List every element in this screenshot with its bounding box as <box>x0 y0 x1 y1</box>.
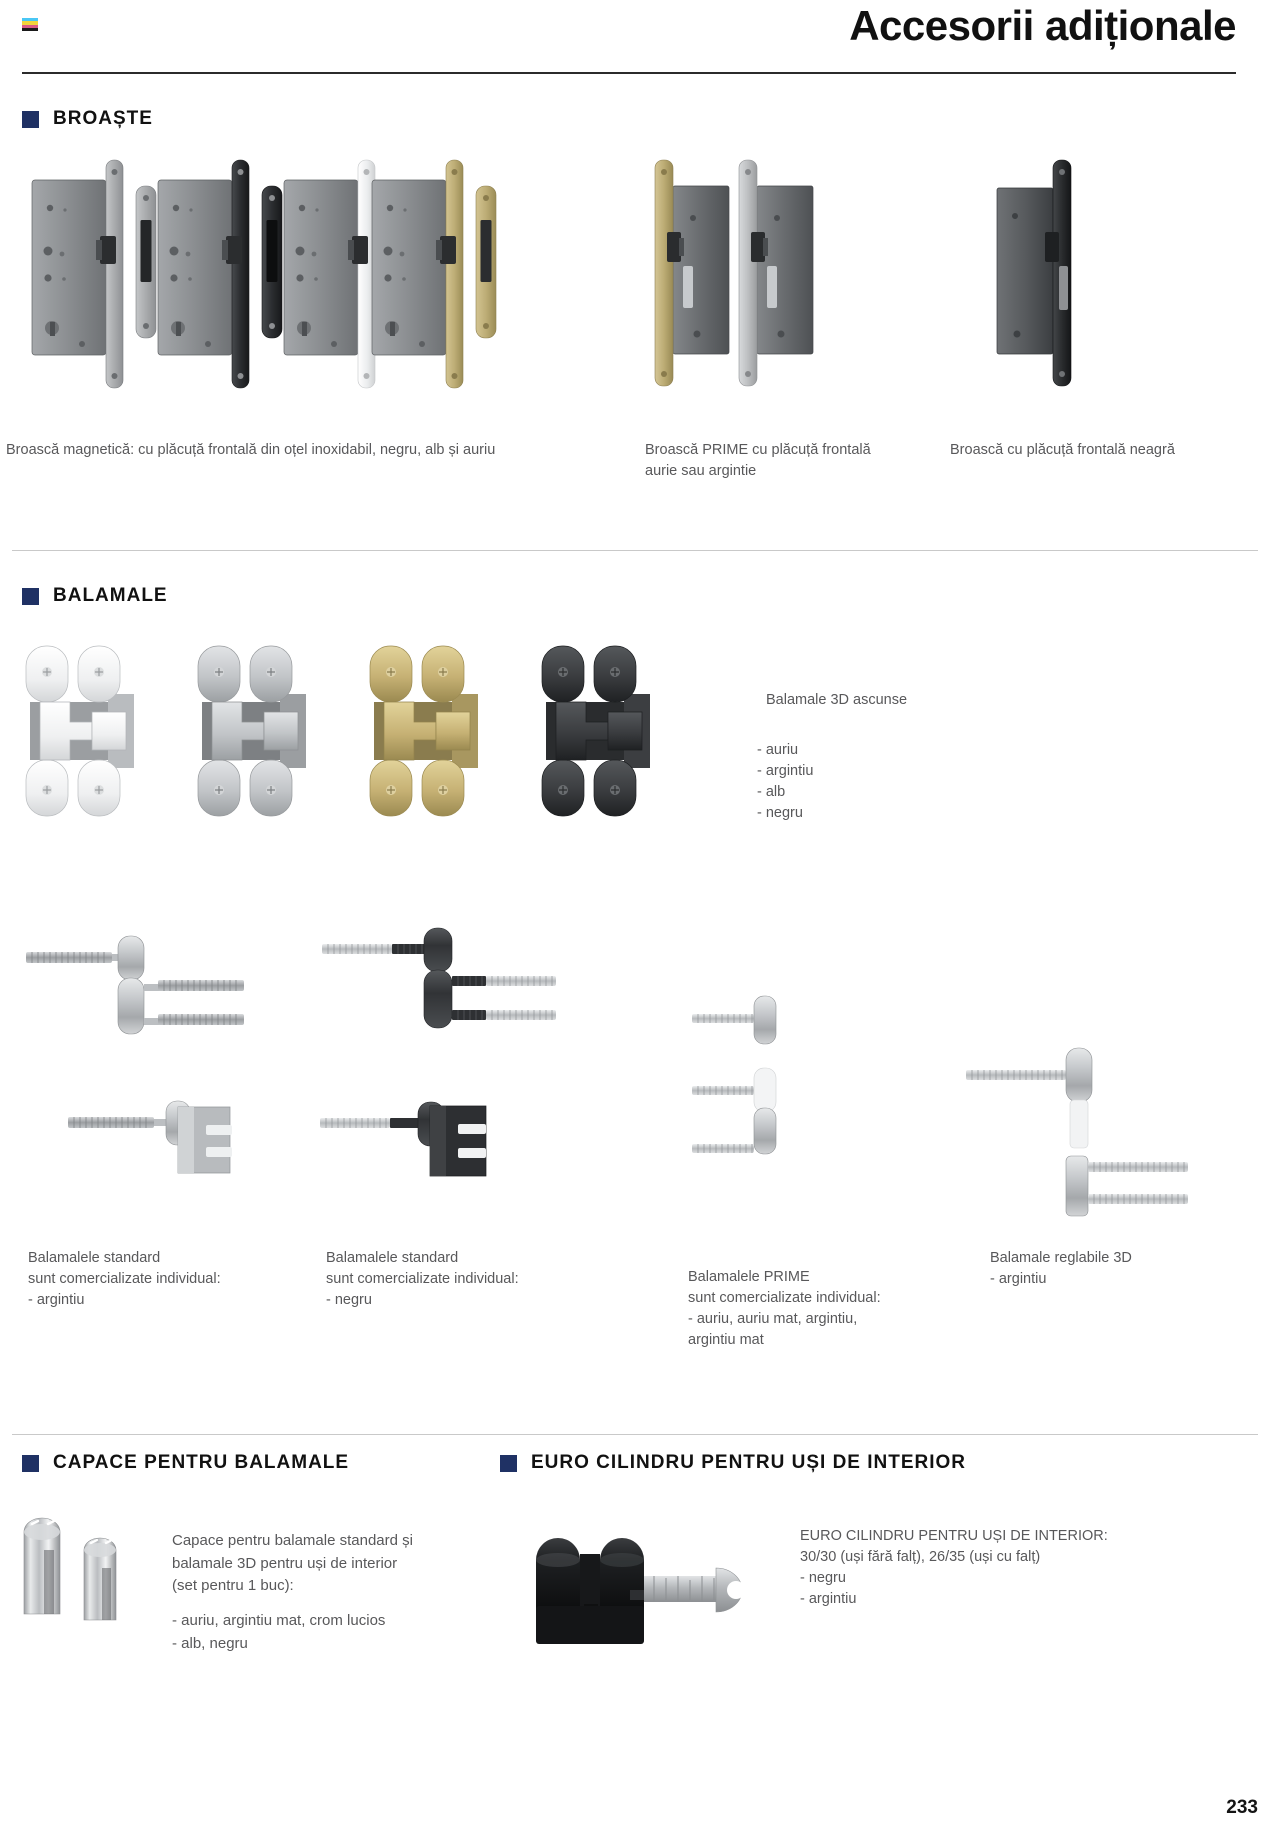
concealed-hinges-image <box>20 640 740 820</box>
prime-lock-gold-unit <box>654 159 730 387</box>
section-label-caps: CAPACE PENTRU BALAMALE <box>53 1452 350 1473</box>
standard-hinge-black-image <box>316 920 576 1070</box>
header-divider <box>22 72 1236 74</box>
page-number: 233 <box>1226 1797 1258 1818</box>
section-heading-caps: CAPACE PENTRU BALAMALE <box>22 1452 349 1474</box>
section-label-locks: BROAȘTE <box>53 108 153 129</box>
prime-lock-silver-unit <box>738 159 814 387</box>
hinge-pin-silver-top <box>26 935 145 981</box>
prime-hinge-1 <box>692 995 777 1045</box>
section-heading-cylinder: EURO CILINDRU PENTRU UȘI DE INTERIOR <box>500 1452 966 1474</box>
cmyk-registration-bar-icon <box>22 18 38 31</box>
page-title: Accesorii adiționale <box>849 2 1236 49</box>
concealed-hinge-silver <box>197 645 306 817</box>
concealed-hinge-finish-alb: - alb <box>757 784 786 800</box>
concealed-hinge-gold <box>369 645 478 817</box>
hinge-cap-small <box>83 1537 117 1621</box>
concealed-hinge-title: Balamale 3D ascunse <box>766 692 908 708</box>
section-label-cylinder: EURO CILINDRU PENTRU UȘI DE INTERIOR <box>531 1452 967 1473</box>
caption-standard-hinge-black: Balamalele standard sunt comercializate … <box>326 1250 519 1309</box>
prime-hinges-image <box>690 990 830 1240</box>
section-heading-hinges: BALAMALE <box>22 585 168 607</box>
caption-prime-hinge: Balamalele PRIME sunt comercializate ind… <box>688 1269 881 1349</box>
divider-after-locks <box>12 550 1258 551</box>
black-faceplate-lock-image <box>985 158 1105 398</box>
section-heading-locks: BROAȘTE <box>22 108 153 130</box>
magnetic-locks-image <box>18 158 538 398</box>
lock-inox <box>31 159 157 389</box>
hinge-leaf-black <box>320 1101 487 1177</box>
hinge-pin-silver-bottom <box>117 977 244 1035</box>
concealed-hinge-black <box>541 645 650 817</box>
section-bullet-square-icon <box>22 110 39 128</box>
caption-black-lock: Broască cu plăcuță frontală neagră <box>950 442 1175 458</box>
adjustable-3d-hinge-image <box>960 1020 1230 1230</box>
hinge-caps-image <box>14 1508 154 1638</box>
standard-hinge-silver-image <box>18 930 278 1070</box>
section-bullet-square-icon <box>22 1454 39 1472</box>
prime-hinge-2 <box>692 1067 777 1155</box>
hinge-pin-black-top <box>322 927 453 973</box>
concealed-hinge-finish-negru: - negru <box>757 805 803 821</box>
concealed-hinge-finish-argintiu: - argintiu <box>757 763 814 779</box>
page-header: Accesorii adiționale <box>0 0 1258 78</box>
prime-locks-image <box>645 158 825 398</box>
euro-cylinder-body <box>536 1538 644 1644</box>
section-bullet-square-icon <box>500 1454 517 1472</box>
concealed-hinge-white <box>25 645 134 817</box>
hinge-leaf-silver <box>68 1100 232 1174</box>
caption-caps-finishes: - auriu, argintiu mat, crom lucios - alb… <box>172 1612 386 1652</box>
lock-black <box>157 159 283 389</box>
black-lock-unit <box>996 159 1072 387</box>
adjustable-hinge-bottom <box>1065 1155 1188 1217</box>
caption-standard-hinge-silver: Balamalele standard sunt comercializate … <box>28 1250 221 1309</box>
prime-hinge-3 <box>692 1144 754 1153</box>
concealed-hinge-finish-auriu: - auriu <box>757 742 799 758</box>
divider-before-caps <box>12 1434 1258 1435</box>
hinge-pin-black-bottom <box>423 969 556 1029</box>
euro-cylinder-image <box>518 1498 798 1658</box>
euro-cylinder-key <box>644 1567 745 1613</box>
lock-gold <box>371 159 497 389</box>
caption-caps-main: Capace pentru balamale standard și balam… <box>172 1532 413 1594</box>
adjustable-hinge-top <box>966 1047 1093 1149</box>
caption-magnetic-lock: Broască magnetică: cu plăcuță frontală d… <box>6 442 496 458</box>
standard-hinge-leaf-black-image <box>316 1090 536 1230</box>
caption-adjustable-3d-hinge: Balamale reglabile 3D - argintiu <box>990 1250 1132 1288</box>
hinge-cap-large <box>23 1517 61 1615</box>
section-bullet-square-icon <box>22 587 39 605</box>
standard-hinge-leaf-silver-image <box>60 1095 280 1225</box>
caption-euro-cylinder: EURO CILINDRU PENTRU UȘI DE INTERIOR: 30… <box>800 1528 1108 1608</box>
caption-prime-lock: Broască PRIME cu plăcuță frontală aurie … <box>645 442 871 480</box>
section-label-hinges: BALAMALE <box>53 585 168 606</box>
